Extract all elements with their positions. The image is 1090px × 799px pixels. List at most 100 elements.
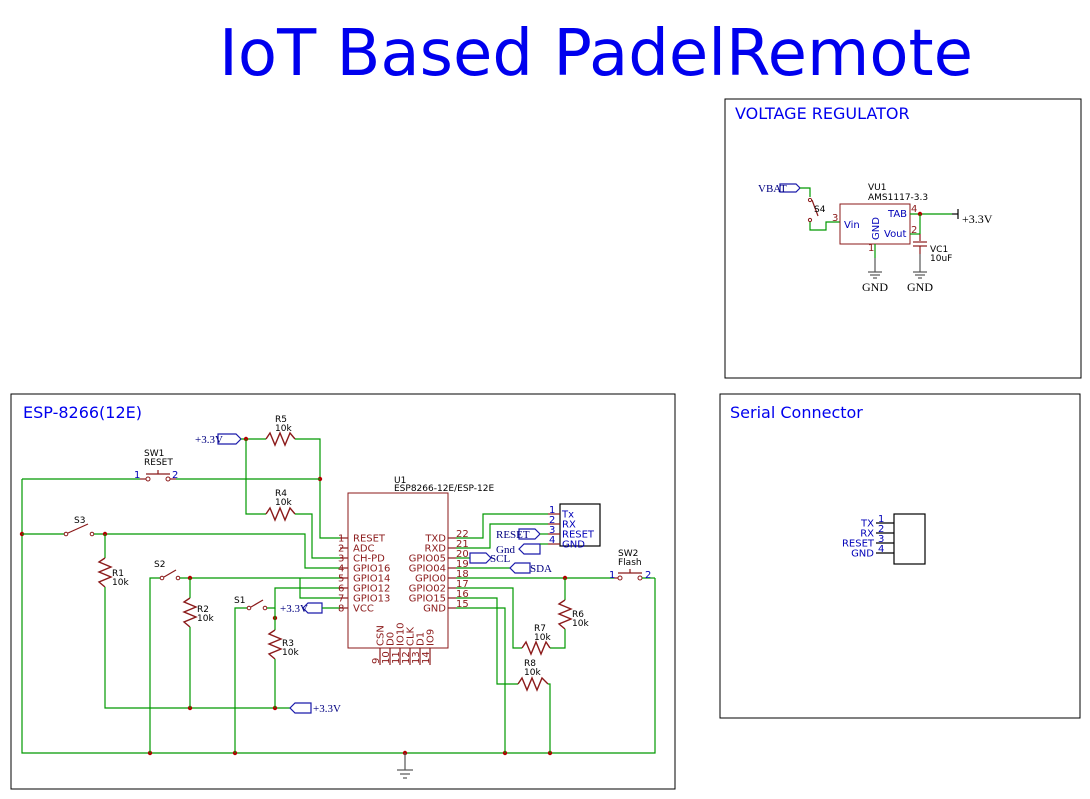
header-pin-number: 3 bbox=[549, 525, 555, 536]
esp-serial-header bbox=[559, 503, 601, 547]
sw1-ref: SW1 bbox=[144, 449, 164, 459]
esp-bottom-pin-number: 10 bbox=[381, 651, 392, 664]
r4-chpd-wire bbox=[295, 513, 340, 559]
s1-gpio12-wire bbox=[267, 587, 340, 609]
esp-left-pin-name: CH-PD bbox=[353, 554, 385, 565]
sda-net-label bbox=[509, 562, 531, 574]
esp-right-pin-name: TXD bbox=[424, 534, 446, 545]
vbat-wire bbox=[800, 187, 811, 197]
serial-connector-heading: Serial Connector bbox=[730, 403, 863, 422]
s2-switch-icon bbox=[163, 569, 177, 578]
rxd-wire bbox=[456, 523, 548, 549]
tab-pin-num: 4 bbox=[911, 204, 917, 215]
vbat-net-label bbox=[779, 183, 801, 193]
serial-pin-name: RX bbox=[860, 529, 874, 540]
esp-right-pin-number: 18 bbox=[456, 569, 469, 580]
sw2-pin2: 2 bbox=[645, 570, 651, 581]
header-pin-number: 2 bbox=[549, 515, 555, 526]
header-pin-name: GND bbox=[562, 540, 585, 551]
esp-bottom-pin-name: CLK bbox=[406, 626, 417, 646]
r5-resistor-icon bbox=[265, 431, 296, 447]
esp8266-heading: ESP-8266(12E) bbox=[23, 403, 142, 422]
gnd-net-text: Gnd bbox=[496, 544, 515, 556]
scl-net-label bbox=[469, 552, 492, 564]
r6-value: 10k bbox=[572, 619, 589, 629]
serial-pin-name: GND bbox=[851, 549, 874, 560]
esp-right-pin-number: 20 bbox=[456, 549, 469, 560]
r2-value: 10k bbox=[197, 614, 214, 624]
esp-bottom-pin-number: 12 bbox=[401, 651, 412, 664]
gpio02-wire bbox=[456, 587, 522, 649]
vc1-value: 10uF bbox=[930, 254, 952, 264]
esp-left-pin-name: ADC bbox=[353, 544, 375, 555]
serial-pin-number: 3 bbox=[878, 534, 884, 545]
header-pin-name: RX bbox=[562, 520, 576, 531]
sw2-ref: SW2 bbox=[618, 549, 638, 559]
esp-left-pin-name: GPIO12 bbox=[353, 584, 390, 595]
s1-switch-icon bbox=[250, 599, 264, 608]
r6-ref: R6 bbox=[572, 610, 584, 620]
r6-resistor-icon bbox=[557, 599, 573, 630]
p33-top-net-label bbox=[217, 433, 242, 445]
s3-ref: S3 bbox=[74, 516, 85, 526]
r4-ref: R4 bbox=[275, 489, 287, 499]
serial-pin-number: 2 bbox=[878, 524, 884, 535]
esp-left-pin-number: 2 bbox=[338, 544, 344, 555]
esp-left-pin-name: RESET bbox=[353, 534, 386, 545]
capacitor-gnd-label: GND bbox=[907, 280, 933, 294]
p33-vcc-text: +3.3V bbox=[280, 603, 308, 615]
sw2-value: Flash bbox=[618, 558, 642, 568]
esp-left-pin-number: 7 bbox=[338, 594, 344, 605]
sda-net-text: SDA bbox=[530, 563, 552, 575]
s4-ref: S4 bbox=[814, 205, 826, 215]
gpio15-wire bbox=[456, 597, 518, 685]
voltage-regulator-sheet: VOLTAGE REGULATOR VBAT S4 VU1 AMS1117-3.… bbox=[724, 98, 1082, 379]
sw1-value: RESET bbox=[144, 458, 173, 468]
r3-value: 10k bbox=[282, 648, 299, 658]
serial-pin-name: TX bbox=[860, 519, 874, 530]
vbat-label-text: VBAT bbox=[758, 183, 787, 195]
esp-left-pin-number: 5 bbox=[338, 574, 344, 585]
esp-right-pin-name: GPIO15 bbox=[409, 594, 446, 605]
esp-gnd-wire bbox=[456, 607, 506, 753]
p33-top-text: +3.3V bbox=[195, 434, 223, 446]
scl-net-text: SCL bbox=[490, 553, 510, 565]
esp-bottom-pin-number: 11 bbox=[391, 651, 402, 664]
r1-value: 10k bbox=[112, 578, 129, 588]
esp-bottom-pin-name: IO10 bbox=[396, 622, 407, 646]
r5-ref: R5 bbox=[275, 415, 287, 425]
r1-resistor-icon bbox=[97, 557, 113, 588]
esp-left-pin-name: VCC bbox=[353, 604, 374, 615]
vu1-part: AMS1117-3.3 bbox=[868, 193, 928, 203]
esp-right-pin-name: GPIO05 bbox=[409, 554, 446, 565]
vin-pin-num: 3 bbox=[832, 213, 838, 224]
u1-part: ESP8266-12E/ESP-12E bbox=[394, 484, 494, 494]
serial-pin-number: 1 bbox=[878, 514, 884, 525]
reset-net-label bbox=[518, 528, 541, 540]
header-pin-number: 1 bbox=[549, 505, 555, 516]
vu1-ref: VU1 bbox=[868, 183, 886, 193]
s3-gpio16-wire bbox=[94, 533, 340, 569]
esp8266-frame bbox=[10, 393, 676, 790]
esp-bottom-pin-name: CSN bbox=[376, 625, 387, 646]
s4-to-vin-wire bbox=[809, 221, 840, 231]
header-pin-name: Tx bbox=[561, 510, 574, 521]
vout-pin-num: 2 bbox=[911, 225, 917, 236]
esp-bottom-pin-name: D1 bbox=[416, 632, 427, 646]
esp-right-pin-number: 15 bbox=[456, 599, 469, 610]
esp-right-pin-number: 19 bbox=[456, 559, 469, 570]
esp8266-sheet: ESP-8266(12E) +3.3V R5 10k R4 10k SW1 RE… bbox=[10, 393, 676, 790]
esp8266-module bbox=[347, 492, 449, 649]
r4-resistor-icon bbox=[265, 506, 296, 522]
esp-bottom-pin-number: 9 bbox=[371, 658, 382, 664]
esp-left-pin-name: GPIO13 bbox=[353, 594, 390, 605]
gnd-pin-label: GND bbox=[871, 217, 882, 240]
gnd-pin-num: 1 bbox=[868, 243, 874, 254]
esp-right-pin-name: GND bbox=[423, 604, 446, 615]
r7-resistor-icon bbox=[521, 640, 551, 656]
serial-connector-frame bbox=[719, 393, 1081, 719]
